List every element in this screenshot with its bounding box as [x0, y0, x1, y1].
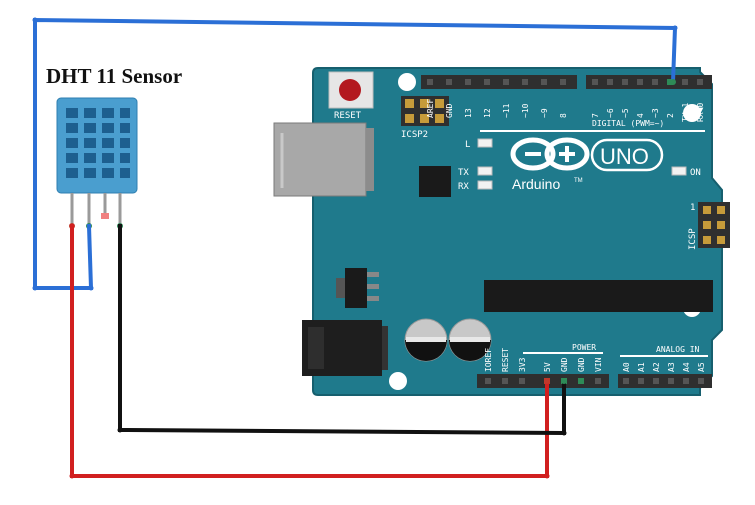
pin-label: 5V: [543, 362, 552, 372]
icsp-header: [698, 202, 730, 248]
arduino-logo-icon: [510, 137, 590, 171]
pin-label: 2: [666, 113, 675, 118]
gnd-wire: [118, 224, 566, 436]
chip-small: [419, 166, 451, 197]
pin-label: ~5: [621, 108, 630, 118]
led-rx-label: RX: [458, 182, 469, 192]
pin-label: A3: [667, 362, 676, 372]
capacitor: [448, 318, 492, 362]
pin-label: A2: [652, 362, 661, 372]
trademark-label: TM: [574, 178, 583, 184]
pin-label: VIN: [594, 357, 603, 372]
digital-header-label: DIGITAL (PWM=~): [592, 119, 664, 128]
power-silk-line: [523, 352, 603, 354]
pin-label: RX◀0: [696, 103, 705, 122]
pin-label: IOREF: [484, 348, 493, 372]
voltage-regulator: [336, 268, 379, 308]
led-rx: [477, 180, 493, 190]
data-wire: [33, 17, 678, 290]
led-l-label: L: [465, 140, 470, 150]
mounting-hole: [389, 372, 407, 390]
pin-label: 13: [464, 108, 473, 118]
pin-label: A5: [697, 362, 706, 372]
icsp-label: ICSP: [688, 228, 698, 250]
pin-label: A1: [637, 362, 646, 372]
reset-button[interactable]: [328, 71, 374, 109]
power-header-label: POWER: [572, 343, 596, 352]
pin-label: 12: [483, 108, 492, 118]
pin-label: A4: [682, 362, 691, 372]
pin-label: 3V3: [518, 357, 527, 372]
pin-label: RESET: [501, 348, 510, 372]
dht11-sensor: [56, 97, 138, 229]
pin-label: AREF: [426, 99, 435, 118]
pin-label: ~9: [540, 108, 549, 118]
analog-silk-line: [620, 355, 708, 357]
sensor-grille: [66, 108, 130, 178]
pin-label: ~6: [606, 108, 615, 118]
microcontroller-chip: [484, 280, 713, 312]
pin-label: GND: [445, 103, 454, 118]
vcc-wire: [70, 224, 549, 478]
arduino-uno-board: RESET ICSP2: [273, 67, 730, 396]
sensor-pins: [70, 193, 122, 225]
led-on: [671, 166, 687, 176]
pin-label: 8: [559, 113, 568, 118]
usb-connector: [273, 122, 374, 197]
pin-nc: [101, 213, 109, 219]
pin-label: ~11: [502, 103, 511, 118]
wire-endpoints: [32, 17, 678, 479]
pin-label: 4: [636, 113, 645, 118]
led-tx: [477, 166, 493, 176]
logo-plus-v: [565, 146, 569, 162]
digital-header-left: [421, 75, 577, 89]
pin-label: TX▶1: [681, 103, 690, 122]
mounting-hole: [398, 73, 416, 91]
pin-label: A0: [622, 362, 631, 372]
icsp2-header: [401, 96, 449, 126]
brand-label: Arduino: [512, 176, 560, 192]
led-tx-label: TX: [458, 168, 469, 178]
pin-label: ~3: [651, 108, 660, 118]
uno-badge: [590, 138, 664, 172]
pin-label: ~10: [521, 103, 530, 118]
pin-label: 7: [591, 113, 600, 118]
sensor-title: DHT 11 Sensor: [46, 64, 182, 88]
power-jack: [302, 320, 388, 376]
reset-label: RESET: [334, 111, 362, 121]
pin-label: GND: [577, 357, 586, 372]
icsp-pin1-label: 1: [690, 203, 695, 213]
model-label: UNO: [600, 144, 649, 169]
led-on-label: ON: [690, 168, 701, 178]
analog-header: [618, 374, 712, 388]
mounting-hole: [683, 104, 701, 122]
capacitor: [404, 318, 448, 362]
digital-header-right: [586, 75, 712, 89]
icsp2-label: ICSP2: [401, 130, 428, 140]
digital-silk-line: [480, 130, 705, 132]
pin-label: GND: [560, 357, 569, 372]
led-l: [477, 138, 493, 148]
logo-minus: [525, 152, 541, 156]
analog-header-label: ANALOG IN: [656, 345, 700, 354]
power-header: [477, 374, 609, 388]
